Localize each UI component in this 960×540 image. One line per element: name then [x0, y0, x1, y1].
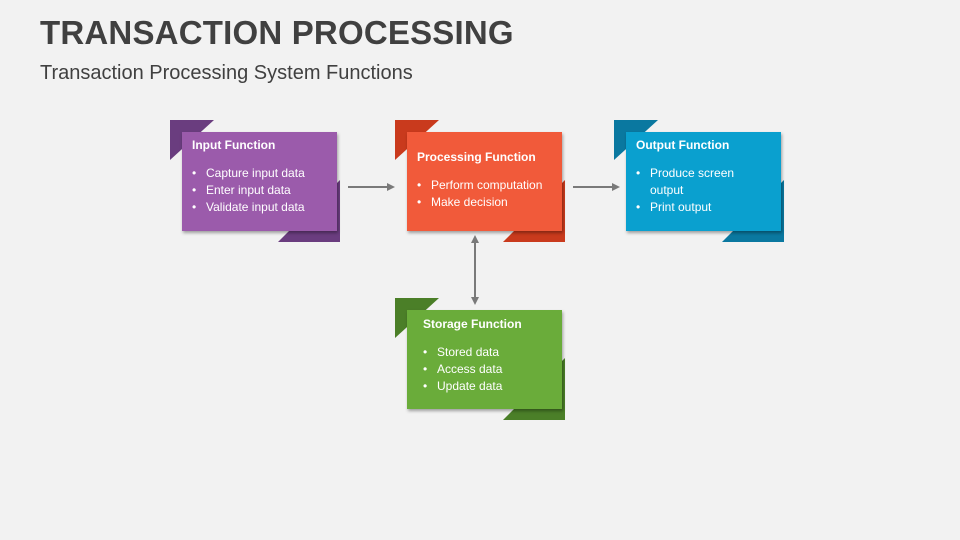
list-item: Validate input data: [192, 199, 329, 216]
processing-function-block: Processing Function Perform computation …: [395, 120, 565, 245]
input-function-title: Input Function: [192, 138, 276, 152]
list-item: Perform computation: [417, 177, 554, 194]
input-function-card: Input Function Capture input data Enter …: [182, 132, 337, 231]
output-function-list: Produce screen output Print output: [636, 165, 773, 216]
list-item: Capture input data: [192, 165, 329, 182]
processing-function-title: Processing Function: [417, 150, 536, 164]
slide-title: TRANSACTION PROCESSING: [40, 14, 514, 51]
output-function-block: Output Function Produce screen output Pr…: [614, 120, 784, 245]
storage-function-title: Storage Function: [423, 317, 522, 331]
list-item: Access data: [423, 361, 554, 378]
list-item: Make decision: [417, 194, 554, 211]
output-function-card: Output Function Produce screen output Pr…: [626, 132, 781, 231]
storage-function-card: Storage Function Stored data Access data…: [407, 310, 562, 409]
input-function-block: Input Function Capture input data Enter …: [170, 120, 340, 245]
list-item: Enter input data: [192, 182, 329, 199]
storage-function-list: Stored data Access data Update data: [423, 344, 554, 395]
slide-subtitle: Transaction Processing System Functions: [40, 62, 413, 84]
input-function-list: Capture input data Enter input data Vali…: [192, 165, 329, 216]
list-item: Produce screen output: [636, 165, 750, 199]
processing-function-card: Processing Function Perform computation …: [407, 132, 562, 231]
list-item: Stored data: [423, 344, 554, 361]
list-item: Print output: [636, 199, 773, 216]
output-function-title: Output Function: [636, 138, 730, 152]
storage-function-block: Storage Function Stored data Access data…: [395, 298, 565, 423]
list-item: Update data: [423, 378, 554, 395]
processing-function-list: Perform computation Make decision: [417, 177, 554, 211]
